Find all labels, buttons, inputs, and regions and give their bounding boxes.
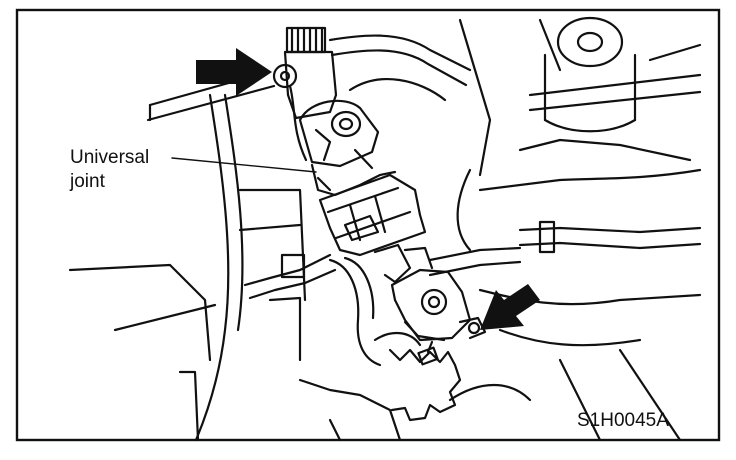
callout-universal-joint-line2: joint: [69, 171, 106, 192]
callout-universal-joint-line1: Universal: [70, 147, 149, 168]
figure-code: S1H0045A: [577, 410, 669, 431]
arrow-right-icon: [196, 48, 272, 96]
background-linework: [68, 16, 702, 442]
steering-shaft-assembly: [272, 26, 487, 366]
figure-frame: [15, 8, 721, 442]
arrow-down-left-icon: [480, 284, 540, 330]
universal-joint-leader-line: [171, 157, 317, 173]
